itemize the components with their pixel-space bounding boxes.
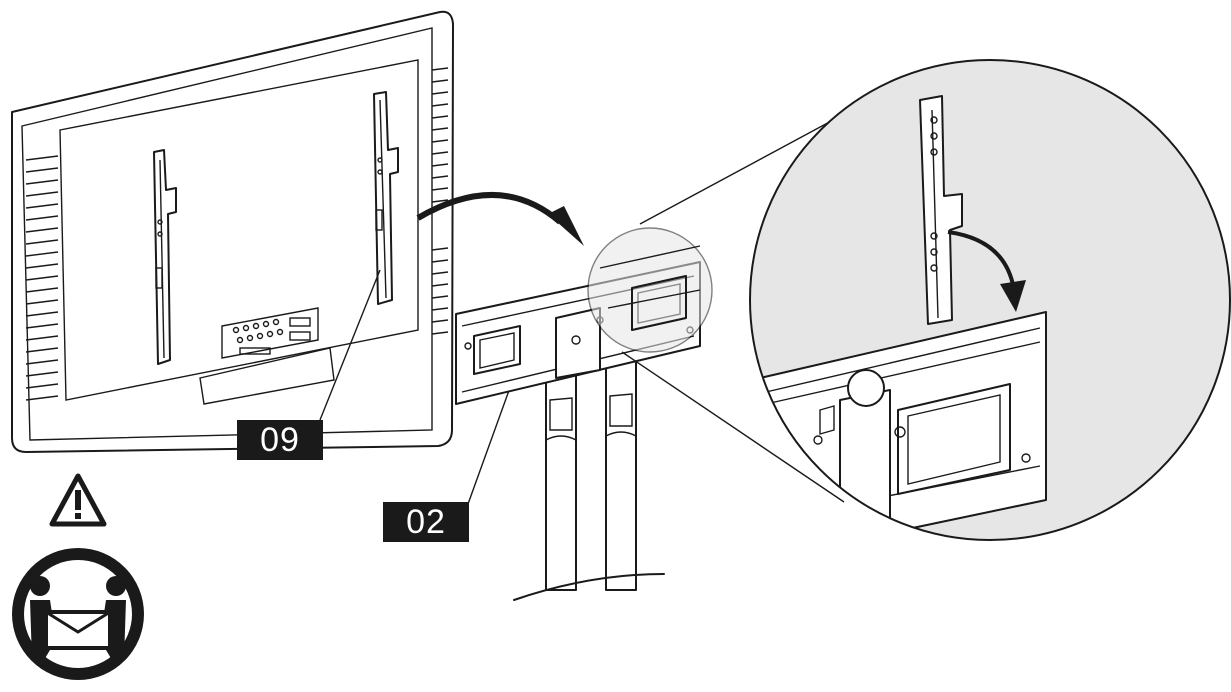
tv-back-panel — [11, 10, 454, 453]
tv-bracket-left — [153, 149, 177, 365]
zoom-connector-bottom — [621, 351, 845, 503]
zoom-detail — [749, 59, 1231, 541]
part-label-02: 02 — [383, 502, 469, 542]
part-label-09: 09 — [237, 420, 323, 460]
two-person-lift-warning-icon — [12, 473, 144, 680]
zoom-connector-top — [639, 111, 849, 225]
tv-bracket-right — [373, 91, 399, 305]
leader-line-09 — [319, 269, 381, 421]
zoom-source-circle — [587, 227, 713, 353]
mount-direction-arrow — [416, 191, 584, 246]
